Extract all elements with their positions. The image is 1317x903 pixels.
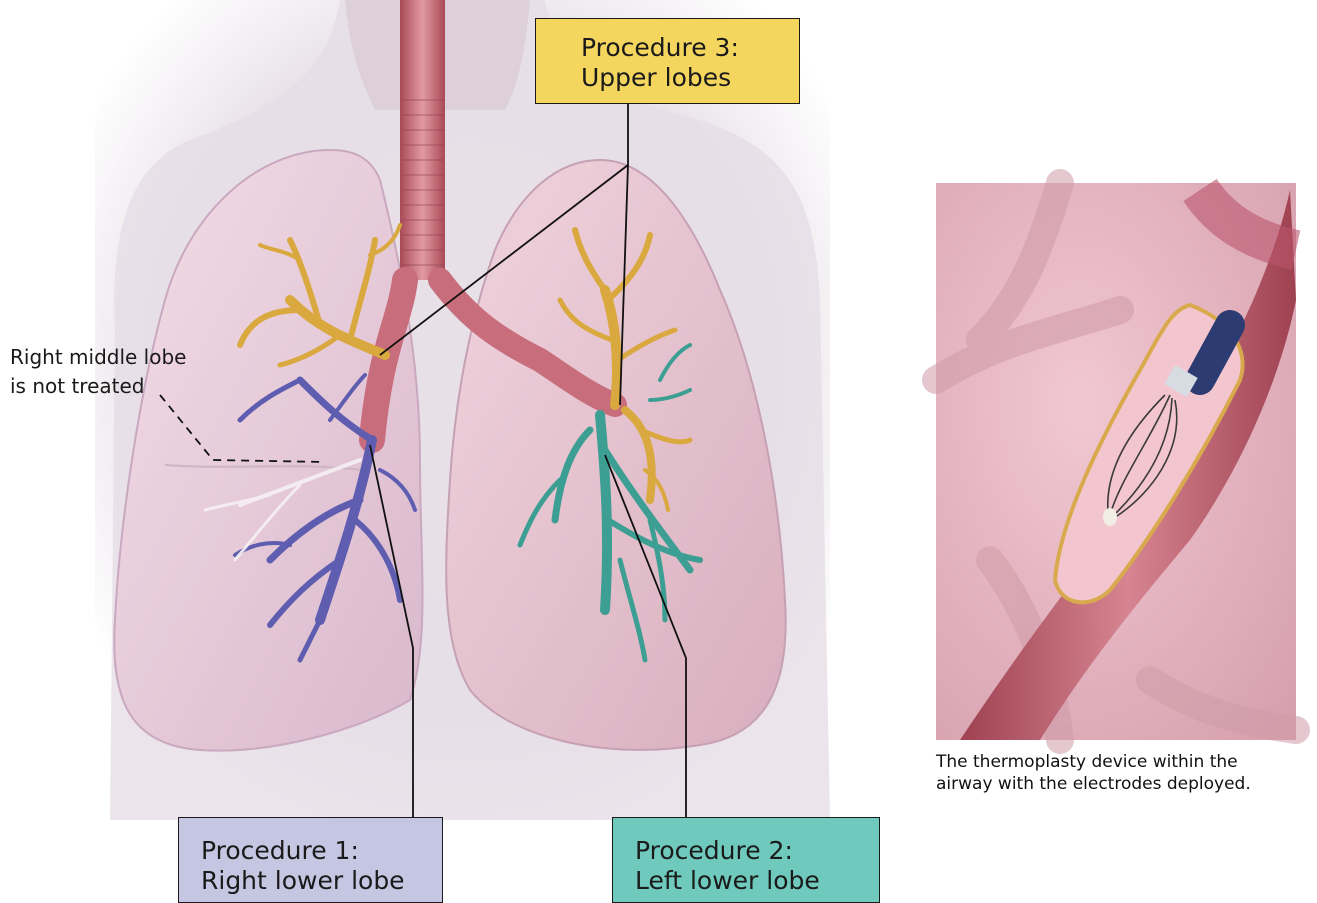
procedure-2-label: Procedure 2: Left lower lobe bbox=[612, 817, 880, 903]
inset-electrode-tip bbox=[1103, 508, 1117, 526]
middle-lobe-note-line1: Right middle lobe bbox=[10, 343, 186, 372]
procedure-2-region: Left lower lobe bbox=[635, 866, 879, 896]
procedure-1-title: Procedure 1: bbox=[201, 836, 442, 866]
middle-lobe-note-line2: is not treated bbox=[10, 372, 186, 401]
trachea bbox=[400, 0, 445, 280]
inset-caption-line1: The thermoplasty device within the bbox=[936, 751, 1296, 773]
procedure-1-label: Procedure 1: Right lower lobe bbox=[178, 817, 443, 903]
middle-lobe-note: Right middle lobe is not treated bbox=[10, 343, 186, 401]
procedure-3-title: Procedure 3: bbox=[581, 33, 799, 63]
lung-illustration bbox=[95, 0, 830, 820]
inset-caption-line2: airway with the electrodes deployed. bbox=[936, 773, 1296, 795]
procedure-2-title: Procedure 2: bbox=[635, 836, 879, 866]
procedure-1-region: Right lower lobe bbox=[201, 866, 442, 896]
device-inset-image bbox=[936, 183, 1296, 740]
inset-caption: The thermoplasty device within the airwa… bbox=[936, 751, 1296, 795]
procedure-3-label: Procedure 3: Upper lobes bbox=[535, 18, 800, 104]
procedure-3-region: Upper lobes bbox=[581, 63, 799, 93]
